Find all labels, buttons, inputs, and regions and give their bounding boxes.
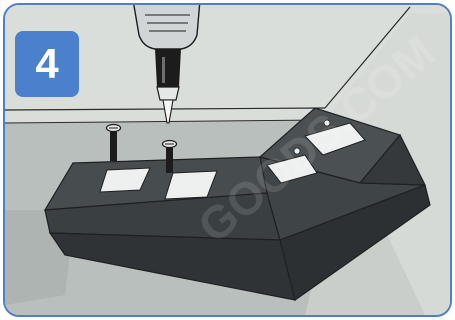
- drill-chuck: [155, 49, 181, 91]
- step-number-badge: 4: [15, 31, 79, 97]
- drill-collar: [157, 87, 179, 100]
- drill-chuck-highlight: [162, 57, 165, 83]
- drill-body: [133, 5, 200, 49]
- screw-right-shank: [166, 147, 173, 173]
- illustration-frame: GOODS.COM 4: [3, 3, 452, 317]
- screw-left-shank: [110, 131, 117, 161]
